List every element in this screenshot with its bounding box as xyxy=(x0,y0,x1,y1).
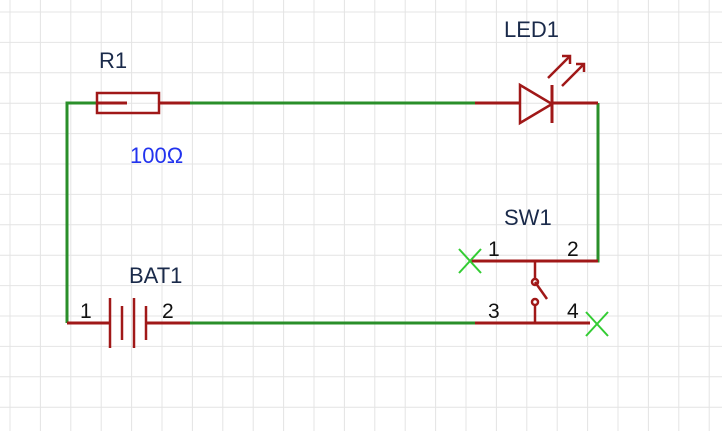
bat1-pin2-label: 2 xyxy=(162,300,174,323)
sw1-pin2-label: 2 xyxy=(567,238,579,261)
bat1-designator: BAT1 xyxy=(129,263,182,288)
sw1-pin4-label: 4 xyxy=(567,300,579,323)
led-led1[interactable]: LED1 xyxy=(475,17,598,126)
no-connect-sw1-pin4-icon[interactable] xyxy=(585,311,609,337)
sw1-designator: SW1 xyxy=(504,205,552,230)
r1-designator: R1 xyxy=(99,48,127,73)
wire-left-loop[interactable] xyxy=(65,101,97,323)
switch-sw1[interactable]: SW1 1 2 3 4 xyxy=(470,205,598,325)
battery-bat1[interactable]: BAT1 1 2 xyxy=(67,263,190,348)
led1-designator: LED1 xyxy=(504,17,559,42)
bat1-pin1-label: 1 xyxy=(80,300,92,323)
sw1-pin1-label: 1 xyxy=(488,238,500,261)
light-emission-arrows-icon xyxy=(547,54,586,87)
r1-value: 100Ω xyxy=(130,143,183,168)
wire-led1-to-sw1[interactable] xyxy=(585,103,600,263)
resistor-r1[interactable]: R1 100Ω xyxy=(95,48,190,168)
no-connect-sw1-pin1-icon[interactable] xyxy=(458,248,482,274)
sw1-pin3-label: 3 xyxy=(488,300,500,323)
